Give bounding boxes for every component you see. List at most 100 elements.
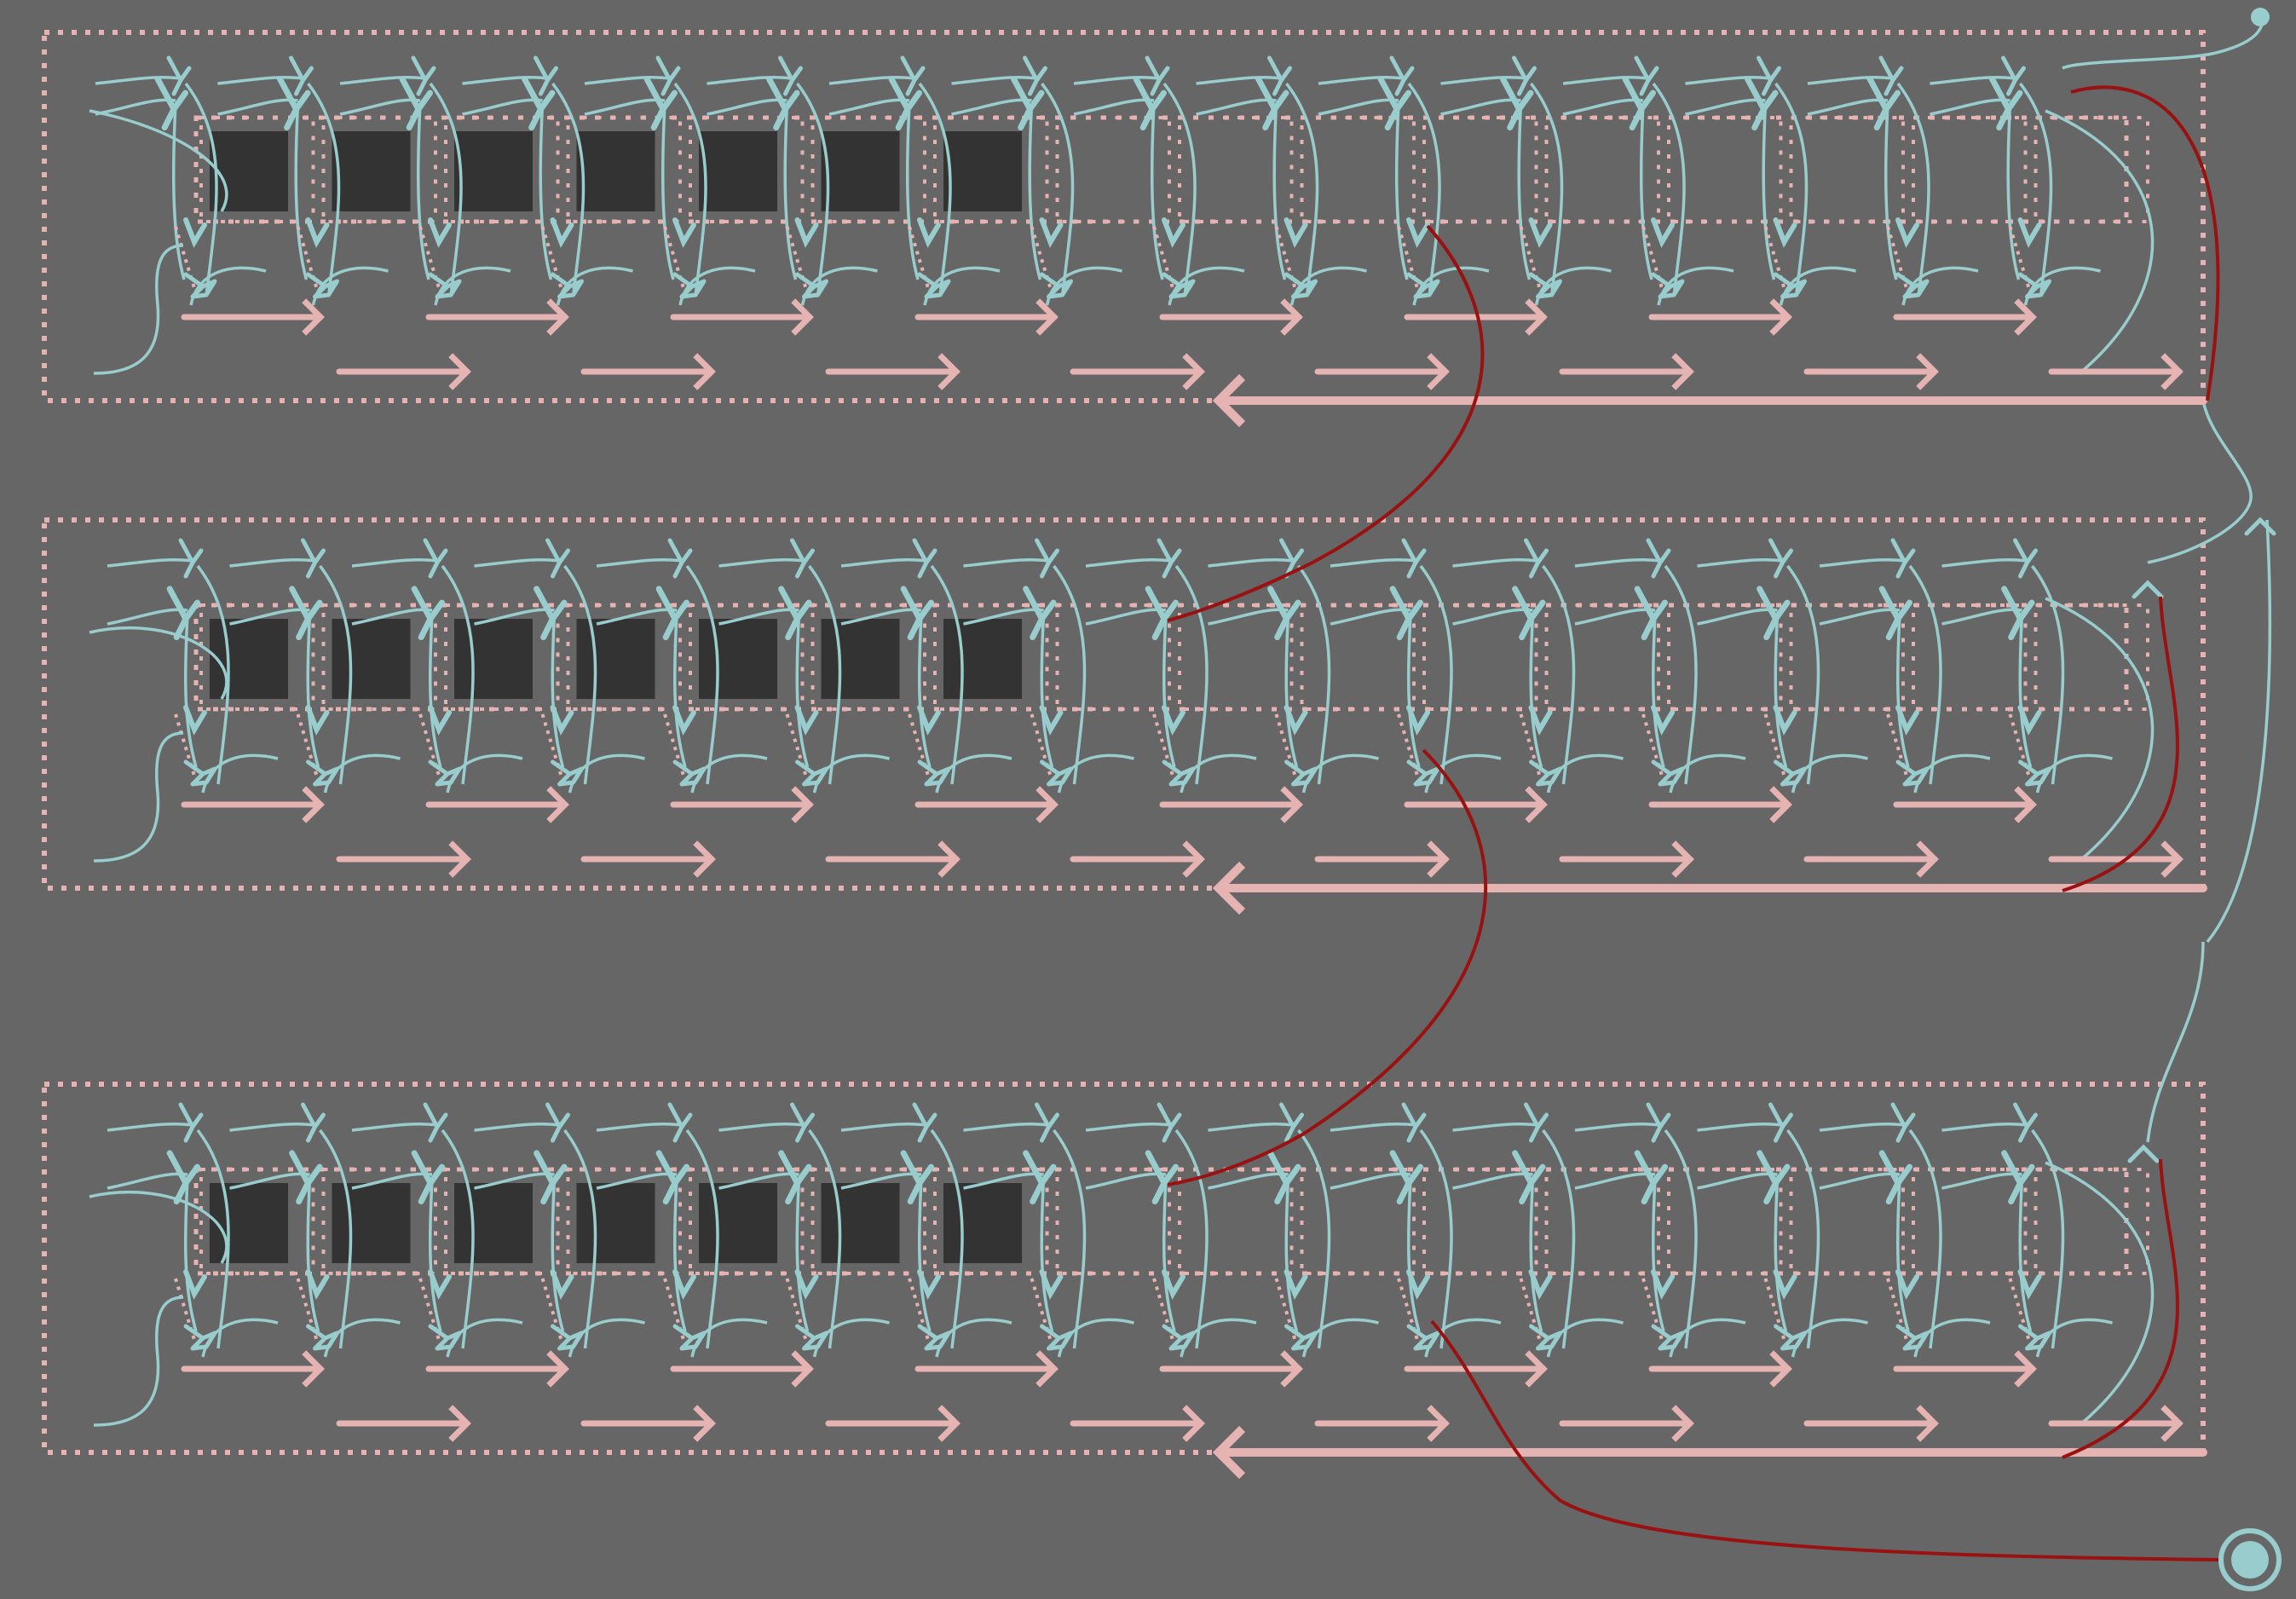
mid-junction-icon xyxy=(550,705,574,736)
cell-outline xyxy=(2034,1168,2149,1275)
junction-icon xyxy=(411,1150,445,1205)
bus-wire xyxy=(1574,1122,1661,1190)
junction-stroke xyxy=(1401,538,1427,579)
junction-stroke xyxy=(1389,586,1423,641)
cross-wire xyxy=(1774,1129,1868,1358)
flow-arrows xyxy=(181,298,2207,1480)
mid-junction-icon xyxy=(1039,1269,1064,1300)
lower-junction-icon xyxy=(1774,272,1807,299)
lower-junction-icon xyxy=(183,1324,217,1351)
junction-icon xyxy=(534,1150,568,1205)
junction-stroke xyxy=(154,76,188,131)
arrow-head xyxy=(2014,1350,2037,1388)
cell-outline xyxy=(199,116,315,223)
arrow-head xyxy=(1525,298,1548,336)
junction-icon xyxy=(301,1102,326,1143)
bus-wire xyxy=(474,1122,560,1190)
junction-icon xyxy=(778,586,812,641)
junction-stroke xyxy=(1768,538,1793,579)
junction-stroke xyxy=(289,55,314,96)
junction-stroke xyxy=(1377,76,1411,131)
junction-nodes xyxy=(154,55,2276,1351)
arrow-head xyxy=(1769,1350,1792,1388)
junction-stroke xyxy=(1255,76,1289,131)
junction-stroke xyxy=(1023,1150,1057,1205)
junction-icon xyxy=(1267,586,1301,641)
junction-icon xyxy=(912,1102,937,1143)
junction-icon xyxy=(166,55,192,96)
junction-icon xyxy=(289,586,323,641)
junction-icon xyxy=(2001,55,2026,96)
lower-junction-icon xyxy=(1040,1324,1073,1351)
filled-cell xyxy=(699,619,777,699)
junction-icon xyxy=(522,76,556,131)
cell-outline xyxy=(1667,1168,1783,1275)
mid-junction-icon xyxy=(1651,217,1675,248)
cell-outline xyxy=(1178,116,1294,223)
flow-arrow xyxy=(181,298,325,336)
junction-icon xyxy=(277,76,311,131)
flow-arrow xyxy=(1314,1405,1450,1442)
bus-wire xyxy=(840,557,927,626)
mid-junction-icon xyxy=(550,1269,574,1300)
cross-wire xyxy=(1895,1129,1991,1358)
junction-icon xyxy=(1622,76,1656,131)
lower-junction-icon xyxy=(1162,759,1196,787)
arrow-head xyxy=(1916,840,1939,878)
arrow-head xyxy=(1280,298,1303,336)
junction-icon xyxy=(1524,1102,1549,1143)
arrow-head xyxy=(448,353,471,390)
row-boundary xyxy=(42,30,2206,403)
junction-icon xyxy=(1890,538,1916,579)
mid-junction-icon xyxy=(1528,705,1553,736)
lower-junction-icon xyxy=(1895,759,1930,787)
flow-arrow xyxy=(580,353,716,390)
cell-outline xyxy=(566,116,682,223)
junction-icon xyxy=(1768,1102,1793,1143)
arrow-head xyxy=(546,786,569,823)
junction-icon xyxy=(1757,55,1781,96)
junction-icon xyxy=(1646,538,1671,579)
cell-outline xyxy=(1422,1168,1538,1275)
cell-outline xyxy=(1789,116,1905,223)
filled-cell xyxy=(210,1183,288,1263)
junction-stroke xyxy=(1634,1150,1668,1205)
cross-wire xyxy=(1040,564,1134,794)
arrow-head xyxy=(2014,298,2037,336)
cell-outline xyxy=(1300,1168,1416,1275)
arrow-head xyxy=(1525,1350,1548,1388)
bus-wire xyxy=(229,1122,315,1190)
cell-outline xyxy=(1544,603,1660,711)
critical-path-segment xyxy=(1430,1319,2221,1561)
flow-arrow xyxy=(2048,1405,2184,1442)
lower-junction-icon xyxy=(672,1324,707,1351)
terminals xyxy=(2218,8,2282,1591)
arrow-head xyxy=(2014,786,2037,823)
flow-arrow xyxy=(1803,1405,1939,1442)
flow-arrow xyxy=(1404,298,1548,336)
junction-stroke xyxy=(534,586,568,641)
junction-icon xyxy=(1757,586,1791,641)
junction-icon xyxy=(778,55,803,96)
junction-stroke xyxy=(655,586,689,641)
junction-icon xyxy=(1255,76,1289,131)
junction-stroke xyxy=(912,538,937,579)
arrow-head xyxy=(693,1405,716,1442)
arrow-head xyxy=(791,298,814,336)
junction-icon xyxy=(1646,1102,1671,1143)
junction-icon xyxy=(766,76,800,131)
filled-cell xyxy=(210,619,288,699)
cross-wire xyxy=(1406,1129,1502,1358)
junction-stroke xyxy=(655,55,681,96)
flow-arrow xyxy=(1070,840,1205,878)
junction-icon xyxy=(655,55,681,96)
junction-icon xyxy=(545,1102,570,1143)
cross-wire xyxy=(1162,564,1257,794)
source-wire xyxy=(2062,18,2264,70)
junction-stroke xyxy=(1145,586,1179,641)
flow-arrow xyxy=(670,1350,814,1388)
arrow-head xyxy=(1036,786,1059,823)
terminal-core xyxy=(2231,1541,2269,1579)
cell-outline xyxy=(689,116,805,223)
junction-stroke xyxy=(1866,76,1901,131)
